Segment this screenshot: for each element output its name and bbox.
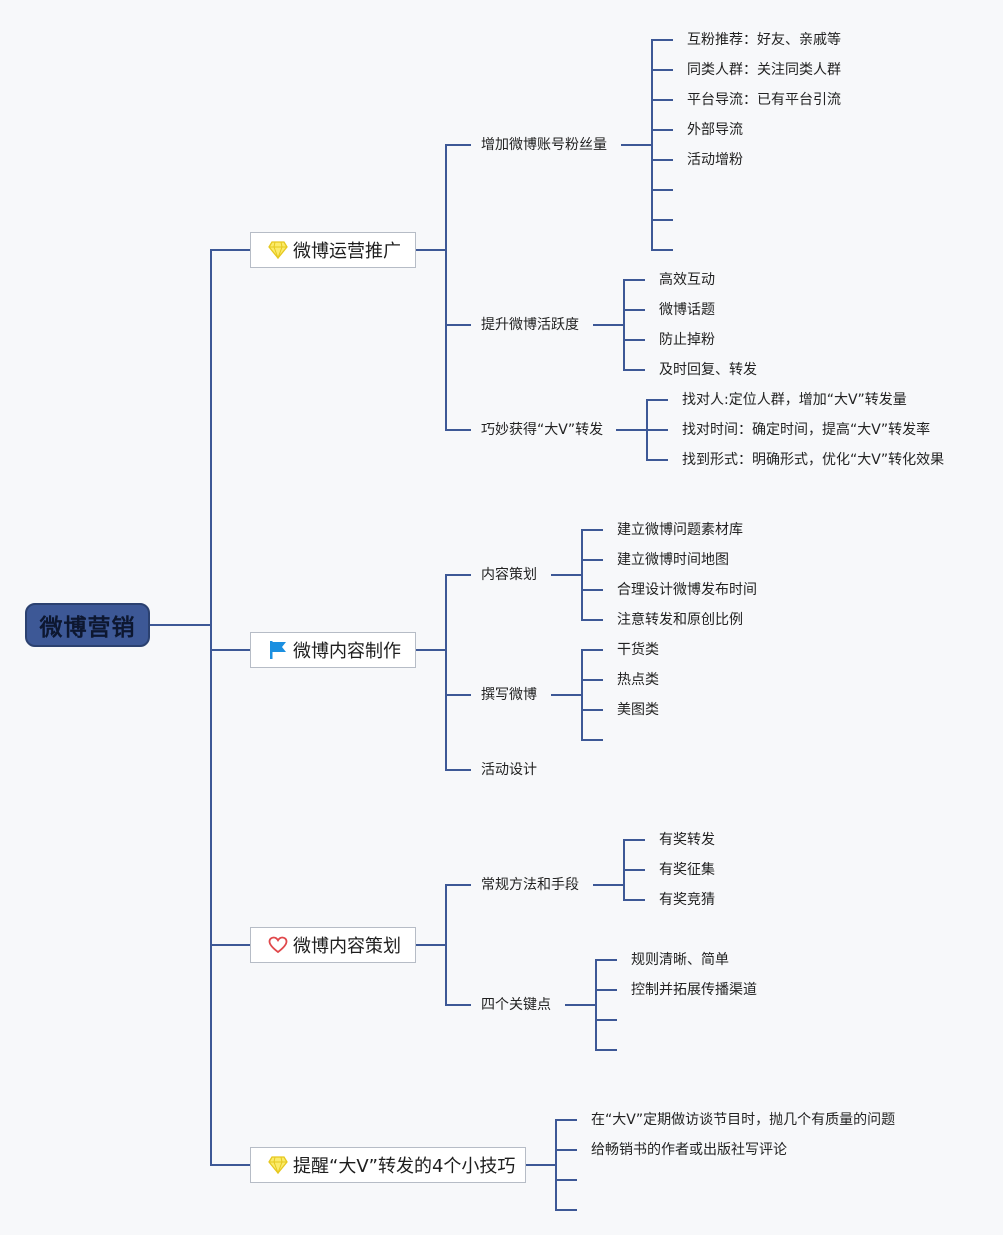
branch-node-operation[interactable]: 微博运营推广	[250, 232, 416, 268]
node-add-followers[interactable]: 增加微博账号粉丝量	[481, 137, 607, 153]
node-tip-1[interactable]: 在“大V”定期做访谈节目时，抛几个有质量的问题	[591, 1112, 896, 1128]
branch-label: 微博内容策划	[293, 936, 401, 957]
leaf-node[interactable]: 同类人群：关注同类人群	[687, 62, 841, 78]
leaf-node[interactable]: 合理设计微博发布时间	[617, 582, 757, 598]
node-tip-2[interactable]: 给畅销书的作者或出版社写评论	[591, 1142, 787, 1158]
branch-node-content-production[interactable]: 微博内容制作	[250, 632, 416, 668]
branch-node-content-planning[interactable]: 微博内容策划	[250, 927, 416, 963]
leaf-node[interactable]: 找到形式：明确形式，优化“大V”转化效果	[682, 452, 945, 468]
diamond-icon	[267, 239, 289, 261]
leaf-node[interactable]: 控制并拓展传播渠道	[631, 982, 757, 998]
node-event-design[interactable]: 活动设计	[481, 762, 537, 778]
flag-icon	[267, 639, 289, 661]
heart-icon	[267, 934, 289, 956]
leaf-node[interactable]: 美图类	[617, 702, 659, 718]
node-content-plan[interactable]: 内容策划	[481, 567, 537, 583]
leaf-node[interactable]: 微博话题	[659, 302, 715, 318]
leaf-node[interactable]: 活动增粉	[687, 152, 743, 168]
node-four-points[interactable]: 四个关键点	[481, 997, 551, 1013]
diamond-icon	[267, 1154, 289, 1176]
branch-label: 微博内容制作	[293, 641, 401, 662]
leaf-node[interactable]: 互粉推荐：好友、亲戚等	[687, 32, 841, 48]
leaf-node[interactable]: 平台导流：已有平台引流	[687, 92, 841, 108]
leaf-node[interactable]: 建立微博时间地图	[617, 552, 729, 568]
root-node[interactable]: 微博营销	[25, 603, 150, 647]
leaf-node[interactable]: 规则清晰、简单	[631, 952, 729, 968]
node-activity[interactable]: 提升微博活跃度	[481, 317, 579, 333]
leaf-node[interactable]: 及时回复、转发	[659, 362, 757, 378]
node-write[interactable]: 撰写微博	[481, 687, 537, 703]
leaf-node[interactable]: 找对人:定位人群，增加“大V”转发量	[682, 392, 907, 408]
leaf-node[interactable]: 建立微博问题素材库	[617, 522, 743, 538]
node-get-reposts[interactable]: 巧妙获得“大V”转发	[481, 422, 604, 438]
leaf-node[interactable]: 防止掉粉	[659, 332, 715, 348]
leaf-node[interactable]: 有奖转发	[659, 832, 715, 848]
leaf-node[interactable]: 热点类	[617, 672, 659, 688]
branch-label: 提醒“大V”转发的4个小技巧	[293, 1156, 516, 1177]
leaf-node[interactable]: 找对时间：确定时间，提高“大V”转发率	[682, 422, 931, 438]
leaf-node[interactable]: 有奖竞猜	[659, 892, 715, 908]
leaf-node[interactable]: 高效互动	[659, 272, 715, 288]
leaf-node[interactable]: 干货类	[617, 642, 659, 658]
node-regular-methods[interactable]: 常规方法和手段	[481, 877, 579, 893]
leaf-node[interactable]: 外部导流	[687, 122, 743, 138]
branch-node-tips[interactable]: 提醒“大V”转发的4个小技巧	[250, 1147, 526, 1183]
branch-label: 微博运营推广	[293, 241, 401, 262]
leaf-node[interactable]: 注意转发和原创比例	[617, 612, 743, 628]
leaf-node[interactable]: 有奖征集	[659, 862, 715, 878]
